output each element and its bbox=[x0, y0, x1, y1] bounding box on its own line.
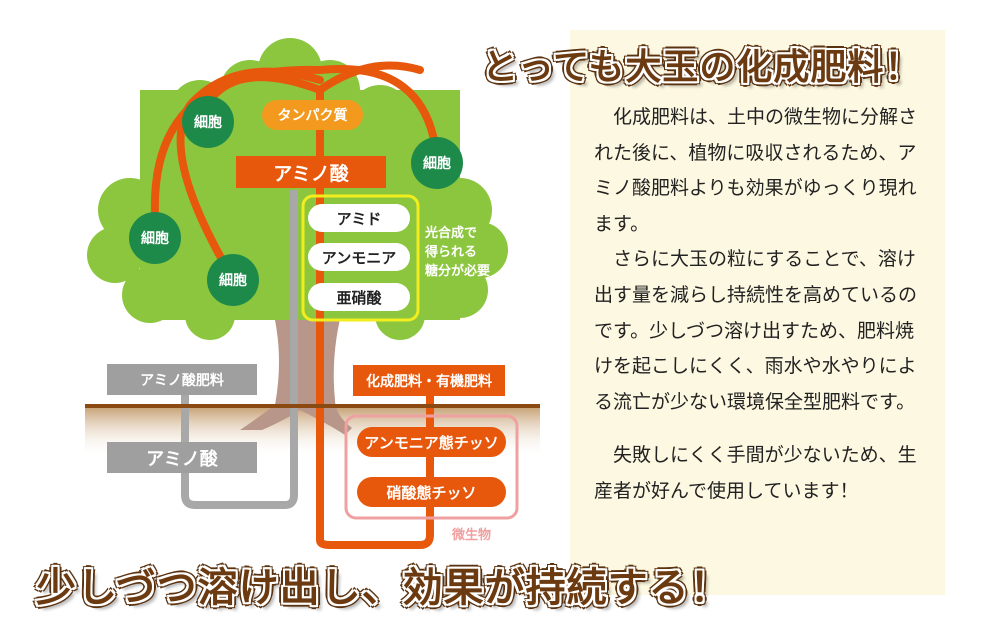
footer-headline: 少しづつ溶け出し、効果が持続する！ bbox=[36, 565, 731, 611]
nitrite-label: 亜硝酸 bbox=[308, 283, 410, 311]
photosynthesis-note: 光合成で 得られる 糖分が必要 bbox=[425, 224, 490, 281]
note-line: 得られる bbox=[425, 245, 478, 260]
headline: とっても大玉の化成肥料！ bbox=[482, 47, 922, 88]
paragraph: 化成肥料は、土中の微生物に分解された後に、植物に吸収されるため、アミノ酸肥料より… bbox=[594, 106, 918, 235]
amino-fertilizer-label: アミノ酸肥料 bbox=[107, 364, 257, 395]
ground-line bbox=[85, 404, 540, 408]
microbe-group bbox=[344, 414, 519, 520]
cell-1: 細胞 bbox=[182, 96, 234, 148]
cell-3: 細胞 bbox=[129, 212, 181, 264]
paragraph: さらに大玉の粒にすることで、溶け出す量を減らし持続性を高めているのです。少しづつ… bbox=[594, 248, 918, 413]
amino-acid-soil-label: アミノ酸 bbox=[107, 442, 257, 473]
note-line: 光合成で bbox=[425, 226, 478, 241]
description-panel bbox=[570, 30, 945, 595]
amide-label: アミド bbox=[308, 204, 410, 232]
ammonia-label: アンモニア bbox=[308, 243, 410, 271]
description-text: 化成肥料は、土中の微生物に分解された後に、植物に吸収されるため、アミノ酸肥料より… bbox=[594, 100, 924, 510]
note-line: 糖分が必要 bbox=[425, 264, 491, 279]
amino-path bbox=[181, 190, 298, 509]
amino-acid-top-label: アミノ酸 bbox=[236, 156, 386, 188]
chemical-fertilizer-label: 化成肥料・有機肥料 bbox=[353, 365, 505, 396]
cell-4: 細胞 bbox=[207, 254, 259, 306]
nitrate-nitrogen-label: 硝酸態チッソ bbox=[357, 477, 506, 507]
photosynthesis-group bbox=[301, 194, 420, 322]
ammonium-nitrogen-label: アンモニア態チッソ bbox=[357, 427, 506, 457]
protein-label: タンパク質 bbox=[262, 100, 363, 130]
paragraph: 失敗しにくく手間が少ないため、生産者が好んで使用しています！ bbox=[594, 444, 917, 502]
cell-2: 細胞 bbox=[411, 137, 463, 189]
microbes-label: 微生物 bbox=[452, 528, 492, 543]
